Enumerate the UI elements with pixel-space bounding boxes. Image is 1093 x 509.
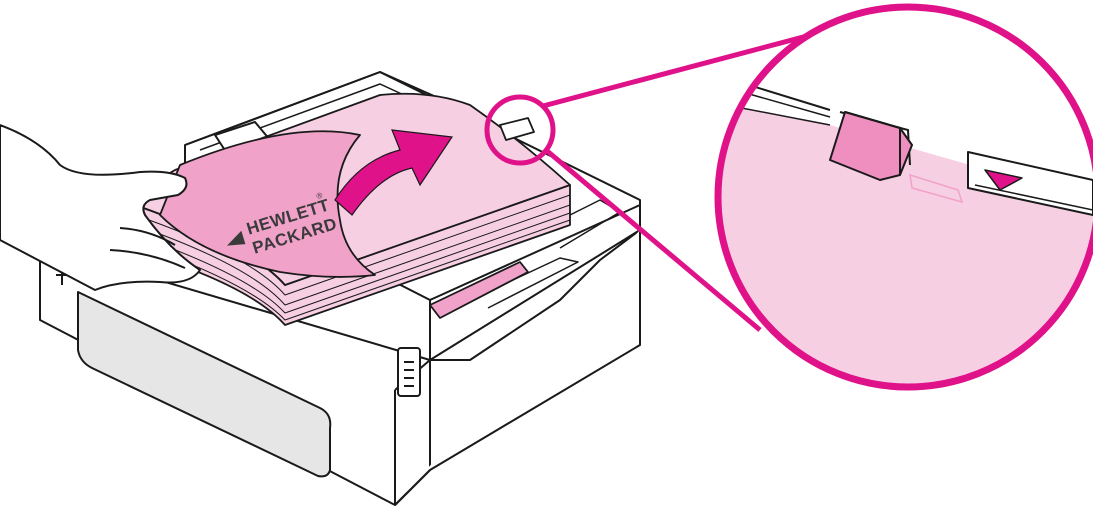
hand-outline (0, 124, 201, 291)
callout-source-circle (484, 94, 556, 166)
paper-limit-tab-icon (829, 111, 913, 181)
magnifier-ring (714, 3, 1093, 391)
svg-text:®: ® (315, 191, 323, 201)
load-arrow-icon (334, 129, 454, 216)
callout-connector-bottom (544, 148, 762, 332)
fill-mark-guide (967, 151, 1093, 216)
fill-mark-triangle-icon (984, 169, 1023, 191)
magnifier-callout-icon (718, 7, 1093, 387)
lifted-sheet (159, 130, 376, 278)
